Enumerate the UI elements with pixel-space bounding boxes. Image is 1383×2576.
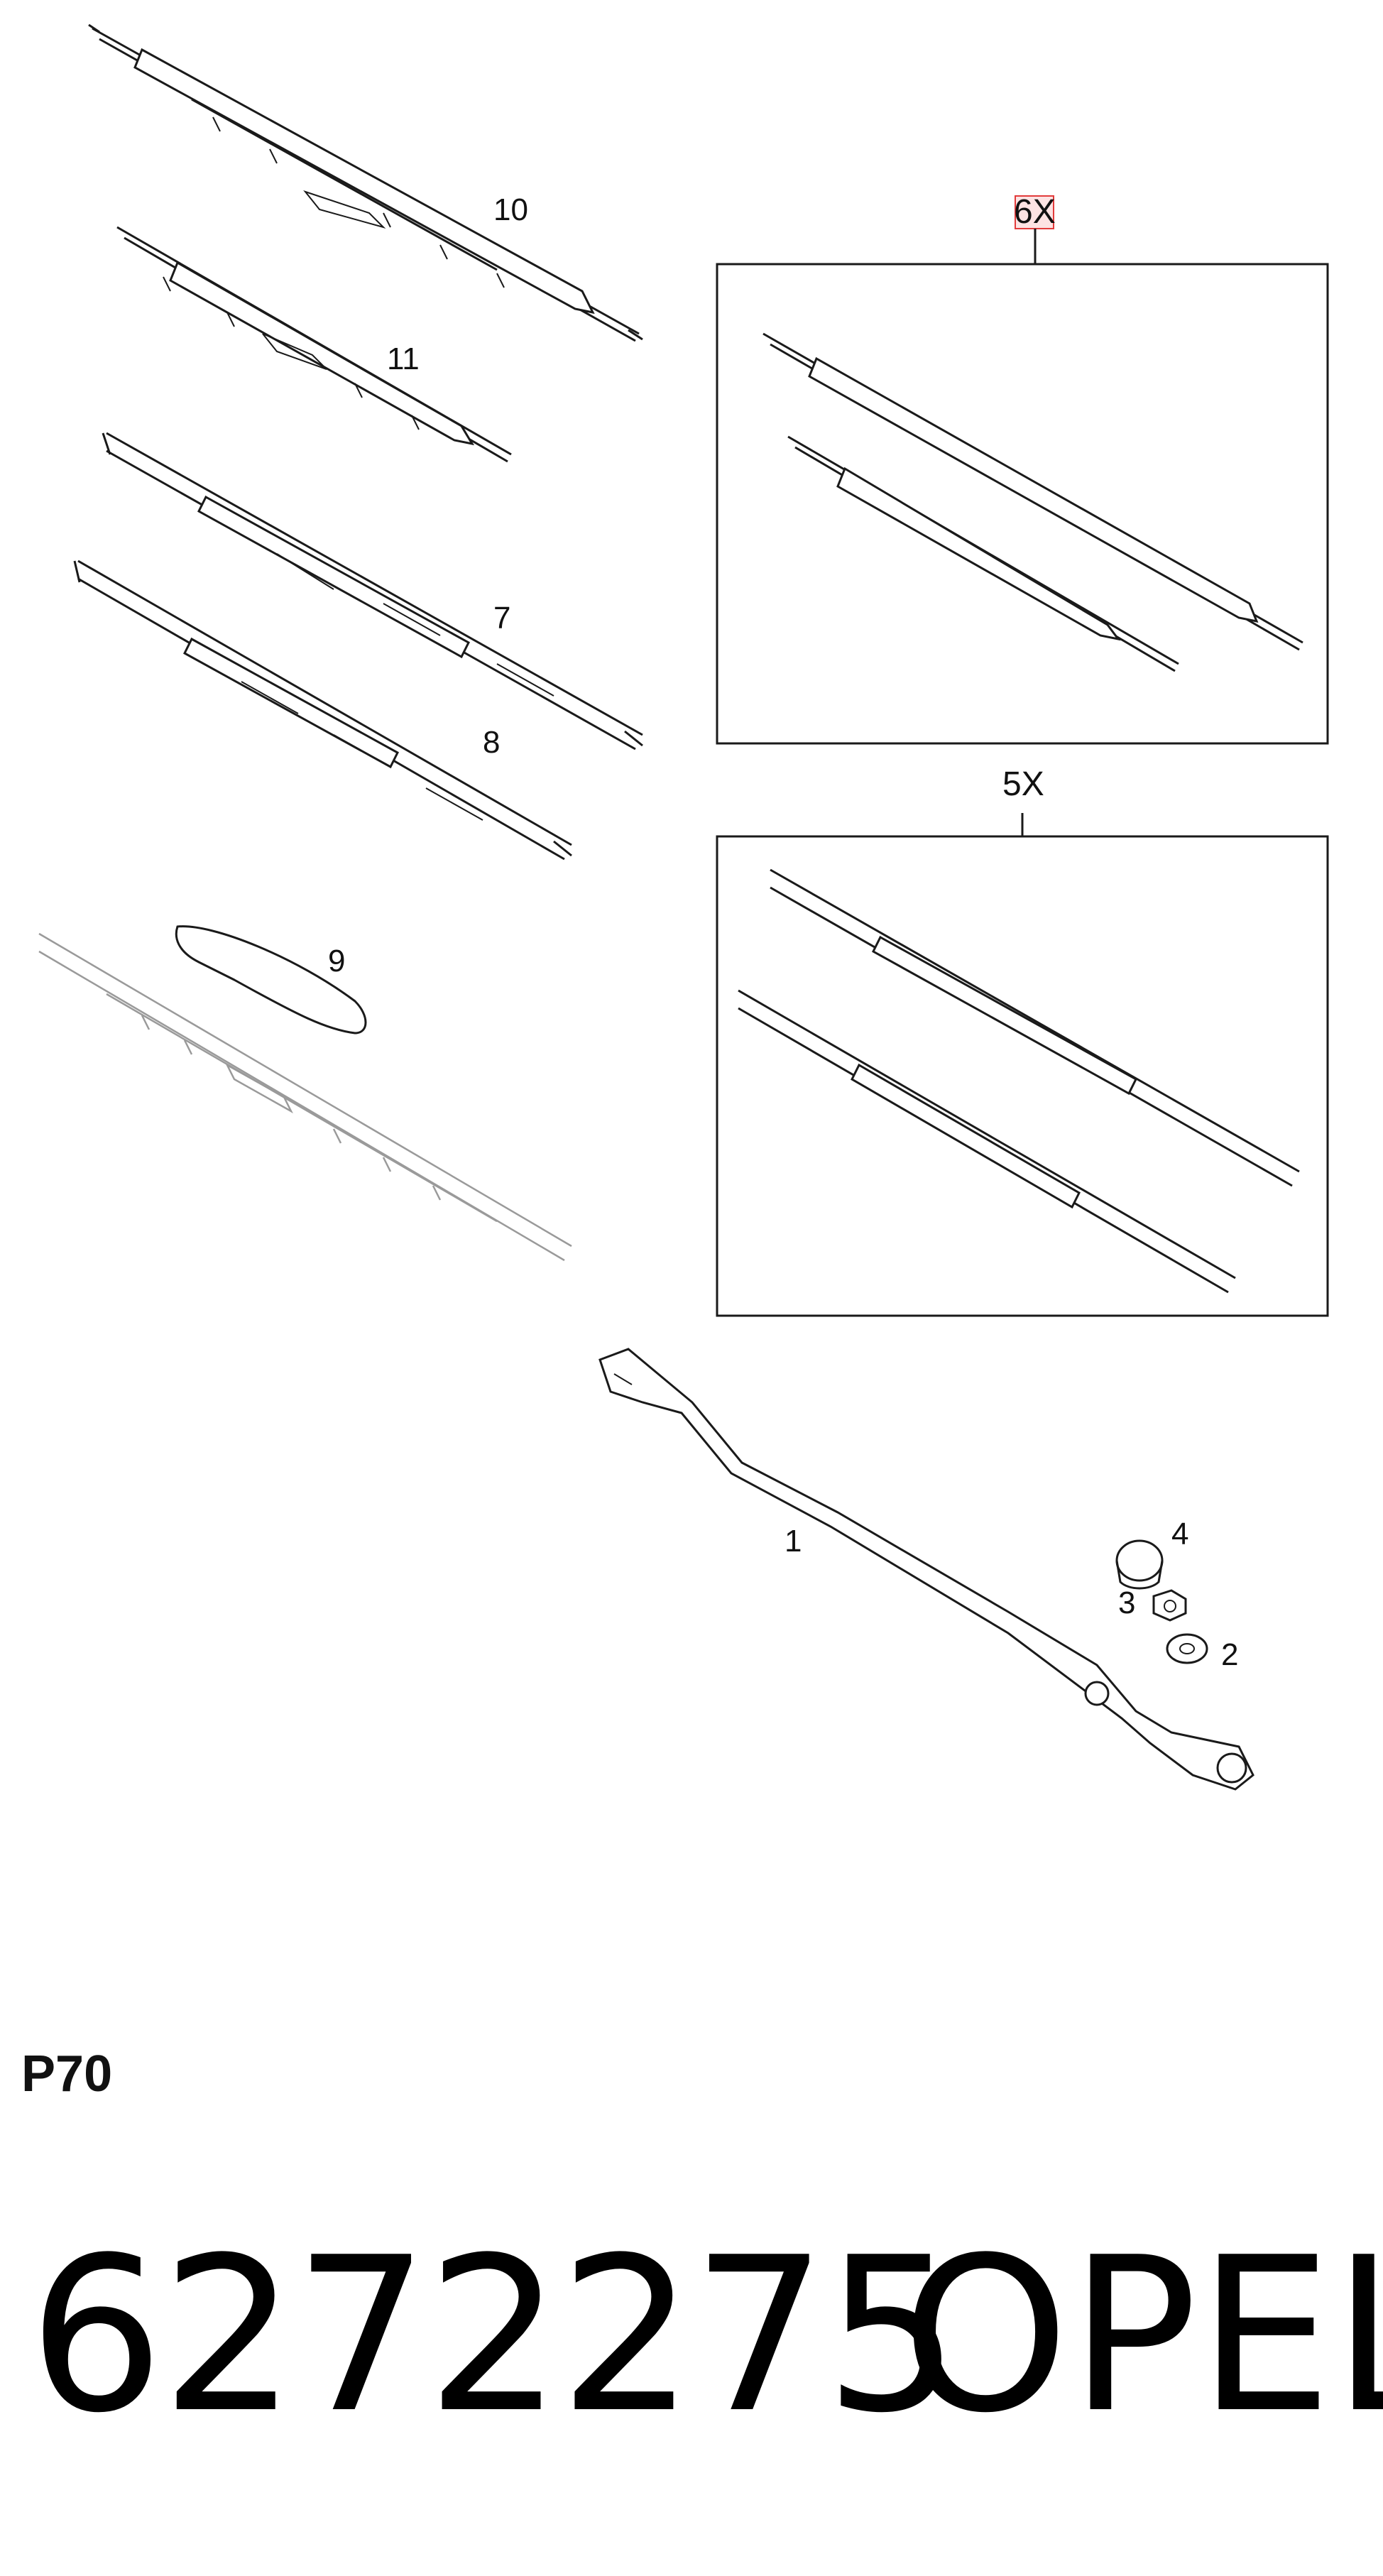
wiper-blade-11[interactable] [116, 226, 512, 463]
page-code: P70 [21, 2046, 113, 2102]
brand-name: OPEL [902, 2212, 1383, 2460]
reference-wiper-blade [38, 932, 572, 1262]
highlight-marker [1015, 195, 1054, 229]
callout-9: 9 [328, 944, 345, 978]
callout-3: 3 [1118, 1586, 1135, 1620]
wiper-blade-10[interactable] [88, 23, 643, 342]
wiper-arm-1[interactable] [598, 1348, 1254, 1791]
callout-2: 2 [1221, 1637, 1238, 1672]
callout-4: 4 [1171, 1517, 1188, 1551]
wiper-blade-8[interactable] [73, 560, 572, 861]
nut-3[interactable] [1152, 1589, 1187, 1622]
spoiler-9[interactable] [175, 925, 367, 1035]
part-number: 6272275 [28, 2212, 960, 2460]
callout-1: 1 [785, 1524, 802, 1559]
washer-2[interactable] [1166, 1633, 1208, 1664]
callout-10: 10 [493, 192, 528, 227]
callout-11: 11 [387, 342, 420, 376]
callout-7: 7 [493, 601, 510, 635]
kit-box-6x [716, 195, 1329, 745]
nut-cap-4[interactable] [1115, 1539, 1164, 1590]
callout-8: 8 [483, 725, 500, 760]
kit-box-5x [716, 813, 1329, 1317]
kit-label-6x: 6X [1014, 193, 1056, 231]
kit-label-5x: 5X [1002, 765, 1044, 803]
wiper-blade-7[interactable] [102, 432, 643, 751]
